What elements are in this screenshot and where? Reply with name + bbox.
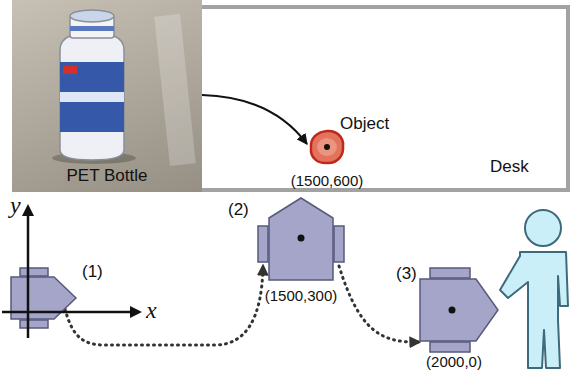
pointer-arrow [202,95,307,144]
robot-pose-shape [418,268,500,352]
node-title: (3) [396,264,417,284]
robot-wheel [20,268,48,276]
coordinate-text: (1500,600) [291,172,364,189]
ruler [154,14,196,166]
x-axis-head [130,306,142,318]
photo-inset: PET Bottle [12,0,202,192]
object-center [324,144,330,150]
desk-region: Desk Object (1500,600) [165,5,570,192]
node-title: Object [340,114,389,134]
robot-wheel [430,342,470,352]
node-title: PET Bottle [67,166,148,186]
object-blob [311,131,343,163]
object-glow [317,138,337,156]
robot-wheel [20,320,48,328]
cap-ring [70,26,114,31]
robot-body [11,277,76,319]
bottle-label [60,62,124,132]
photo-inset-shape [12,0,202,192]
axis-label: y [10,193,21,217]
node-title: Desk [490,157,529,177]
bottle-logo [63,66,77,74]
node-title: (2) [228,200,249,220]
robot-pose-shape [256,196,346,282]
robot-body [269,198,333,280]
robot-pose: (1) [10,262,103,328]
robot-center [449,307,456,314]
cap-top [70,10,114,22]
node-title: (1) [82,262,103,282]
robot-center [298,235,305,242]
robot-pose: (2) (1500,300) [226,196,346,305]
person-head [525,210,561,246]
robot-body [420,279,498,341]
person-body [500,252,568,368]
coordinate-text: (1500,300) [265,287,338,304]
bottle-body [60,36,124,160]
bottle-stripe [60,92,124,102]
robot-wheel [258,226,268,262]
robot-wheel [430,268,470,278]
axis-label: x [146,298,157,322]
target-object: Object (1500,600) [288,114,390,190]
coordinate-text: (2000,0) [426,353,482,370]
y-axis-head [22,204,34,216]
robot-pose: (3) (2000,0) [396,264,500,371]
robot-pose-shape [10,268,78,328]
target-object-shape [308,129,346,165]
robot-wheel [334,226,344,262]
